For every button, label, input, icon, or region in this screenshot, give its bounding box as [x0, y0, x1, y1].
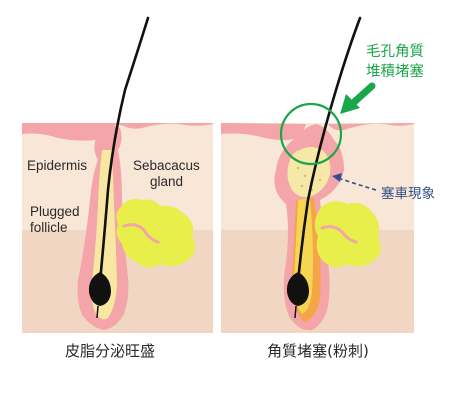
right-keratin-plug	[287, 147, 331, 198]
annotation-green-line1: 毛孔角質	[366, 42, 424, 60]
right-hair-root	[294, 305, 297, 319]
right-epidermis-left	[221, 123, 306, 140]
blue-dashed-arrow-icon	[332, 173, 377, 191]
pore-highlight-circle	[279, 102, 343, 166]
left-gland-duct	[122, 223, 160, 244]
green-arrow-icon	[340, 82, 376, 114]
label-sebaceous-line2: gland	[150, 174, 183, 189]
left-hair-shaft	[98, 16, 150, 284]
left-sebaceous-gland	[116, 199, 196, 268]
annotation-green-line2: 堆積堵塞	[366, 62, 424, 80]
right-hair-bulb	[286, 272, 309, 306]
left-epidermis-left	[22, 123, 112, 140]
right-sebaceous-gland	[314, 201, 381, 268]
annotation-blue: 塞車現象	[381, 185, 435, 202]
label-epidermis: Epidermis	[27, 158, 87, 173]
caption-left: 皮脂分泌旺盛	[65, 342, 155, 360]
caption-right: 角質堵塞(粉刺)	[267, 342, 369, 360]
label-plugged-line2: follicle	[30, 220, 68, 235]
label-sebaceous-line1: Sebacacus	[133, 158, 200, 173]
left-top-mask	[22, 110, 213, 123]
right-epidermis-right	[328, 123, 414, 131]
right-hair-shaft	[296, 16, 362, 284]
left-hair-bulb	[88, 272, 111, 306]
right-panel: 毛孔角質 堆積堵塞 塞車現象 角質堵塞(粉刺)	[221, 16, 435, 360]
label-plugged-line1: Plugged	[30, 204, 80, 219]
left-panel: Epidermis Sebacacus gland Plugged follic…	[22, 16, 213, 360]
left-epidermis-right	[126, 123, 213, 129]
right-gland-duct	[320, 225, 358, 244]
left-hair-root	[96, 305, 99, 319]
